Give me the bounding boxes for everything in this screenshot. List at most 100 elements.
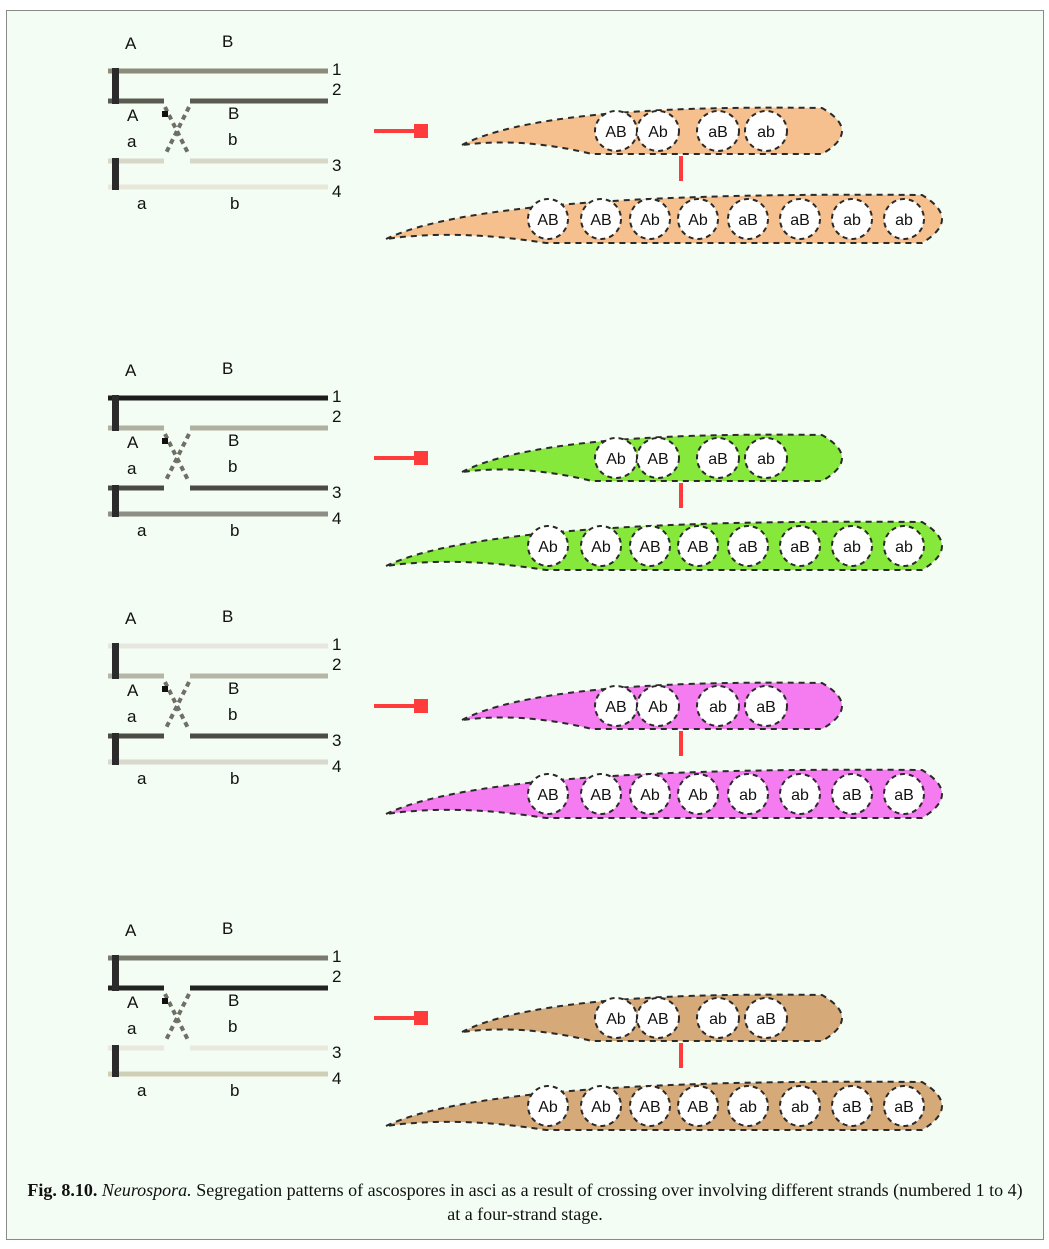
ascospore: AB <box>636 997 680 1039</box>
ascospore: AB <box>677 525 719 567</box>
chromosome-strands <box>108 955 328 1077</box>
ascospore-wall <box>629 773 671 815</box>
ascospore: ab <box>883 198 925 240</box>
ascospore-wall <box>677 525 719 567</box>
ascospore-label: Ab <box>538 539 558 556</box>
gene-label: b <box>228 1017 237 1036</box>
gene-label: a <box>137 769 147 788</box>
gene-label: B <box>228 991 239 1010</box>
ascospore-wall <box>831 198 873 240</box>
ascospore-label: AB <box>605 124 626 141</box>
ascospore-label: aB <box>842 1099 862 1116</box>
centromere-upper <box>112 955 119 991</box>
ascospore: aB <box>727 198 769 240</box>
ascospore-wall <box>636 437 680 479</box>
ascospore-label: Ab <box>606 1011 626 1028</box>
ascospore-label: AB <box>647 1011 668 1028</box>
gene-label: B <box>222 32 233 51</box>
ascospore-wall <box>580 1085 622 1127</box>
ascospore-wall <box>629 525 671 567</box>
ascospore: aB <box>744 685 788 727</box>
arrow-head <box>414 699 428 713</box>
ascospore-wall <box>677 198 719 240</box>
ascospore-wall <box>677 1085 719 1127</box>
gene-label: B <box>222 607 233 626</box>
gene-label: A <box>127 681 139 700</box>
centromere-lower <box>112 733 119 765</box>
chromosome-strands <box>108 68 328 190</box>
ascospore: ab <box>831 525 873 567</box>
ascospore: aB <box>727 525 769 567</box>
centromere-lower <box>112 158 119 190</box>
strand-number-4: 4 <box>332 757 341 776</box>
ascospore: ab <box>883 525 925 567</box>
ascospore: ab <box>696 685 740 727</box>
ascospore-wall <box>744 685 788 727</box>
ascospore: aB <box>696 110 740 152</box>
ascospore: aB <box>831 1085 873 1127</box>
chiasma-dot <box>162 111 168 117</box>
ascospore: aB <box>779 525 821 567</box>
ascospore: AB <box>594 685 638 727</box>
ascospore-label: ab <box>739 1099 757 1116</box>
gene-label: A <box>127 106 139 125</box>
centromere-upper <box>112 395 119 431</box>
ascospore: aB <box>779 198 821 240</box>
chiasma-cross <box>162 433 191 483</box>
chiasma-cross <box>162 106 191 156</box>
ascospore-wall <box>636 685 680 727</box>
gene-label: B <box>228 104 239 123</box>
gene-label: B <box>228 679 239 698</box>
ascospore-wall <box>696 997 740 1039</box>
ascospore: AB <box>527 198 569 240</box>
arrow-to-ascus <box>374 1011 428 1025</box>
centromere-lower <box>112 485 119 517</box>
strand-number-1: 1 <box>332 387 341 406</box>
ascospore: aB <box>831 773 873 815</box>
ascospore: Ab <box>636 110 680 152</box>
ascospore-label: ab <box>709 699 727 716</box>
ascospore-label: Ab <box>688 212 708 229</box>
ascospore: aB <box>883 1085 925 1127</box>
ascospore-wall <box>744 437 788 479</box>
chromosome-strands <box>108 395 328 517</box>
ascospore-wall <box>831 773 873 815</box>
ascospore-label: ab <box>843 539 861 556</box>
ascospore-label: aB <box>842 787 862 804</box>
strand-number-1: 1 <box>332 947 341 966</box>
ascospore-wall <box>636 997 680 1039</box>
strand-number-4: 4 <box>332 509 341 528</box>
ascospore-label: ab <box>757 124 775 141</box>
ascospore-wall <box>580 773 622 815</box>
ascospore: AB <box>580 198 622 240</box>
ascospore-label: aB <box>738 212 758 229</box>
ascospore-label: Ab <box>591 539 611 556</box>
strand-number-4: 4 <box>332 182 341 201</box>
ascospore-label: AB <box>687 539 708 556</box>
gene-label: a <box>137 194 147 213</box>
strand-number-1: 1 <box>332 60 341 79</box>
ascospore-wall <box>636 110 680 152</box>
ascospore-label: AB <box>639 1099 660 1116</box>
ascospore-label: aB <box>708 124 728 141</box>
ascospore-label: Ab <box>648 699 668 716</box>
ascospore: ab <box>779 773 821 815</box>
ascospore-label: aB <box>894 1099 914 1116</box>
ascospore-wall <box>744 110 788 152</box>
gene-label: A <box>125 361 137 380</box>
ascospore-label: aB <box>790 212 810 229</box>
ascospore: Ab <box>677 773 719 815</box>
ascospore-wall <box>580 198 622 240</box>
ascospore-wall <box>883 773 925 815</box>
strand-number-3: 3 <box>332 156 341 175</box>
ascospore: Ab <box>629 773 671 815</box>
centromere-upper <box>112 643 119 679</box>
ascospore-wall <box>527 525 569 567</box>
ascospore-wall <box>831 1085 873 1127</box>
